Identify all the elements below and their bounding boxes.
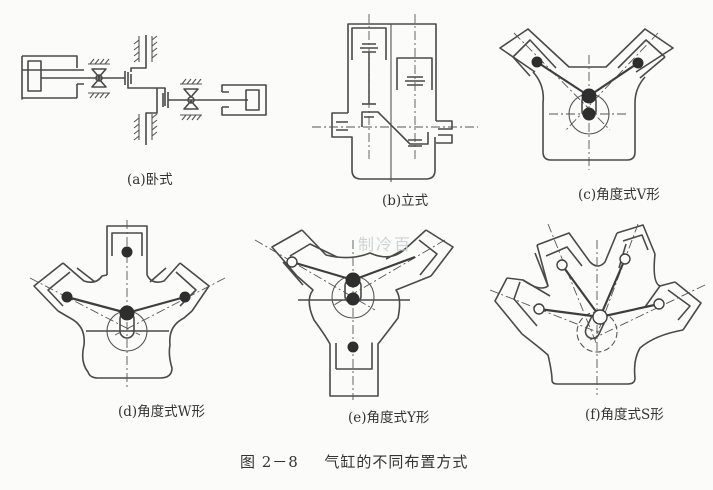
diagram-f-s xyxy=(489,223,706,395)
crankcase-d xyxy=(57,262,193,379)
conrod-d-right xyxy=(126,295,186,315)
cylinder-e-left xyxy=(271,229,338,286)
conrod-e-right xyxy=(352,255,416,282)
piston-pin-c-right xyxy=(632,57,644,69)
label-d: (d)角度式W形 xyxy=(118,404,206,420)
piston-pin-d-right xyxy=(179,291,191,303)
watermark: 制冷百 xyxy=(358,235,413,254)
diagram-b-vertical xyxy=(312,14,478,182)
crankshaft-a xyxy=(124,35,169,145)
gland-left xyxy=(76,69,84,98)
piston-pin-f-2 xyxy=(619,253,631,265)
piston-pin-c-left xyxy=(531,56,543,68)
piston-right xyxy=(245,89,260,111)
figure-caption: 图 2－8 气缸的不同布置方式 xyxy=(240,451,468,472)
crankpin-f xyxy=(592,309,608,325)
piston-pin-f-3 xyxy=(533,303,545,315)
label-e: (e)角度式Y形 xyxy=(348,410,430,426)
cylinder-left xyxy=(21,55,78,100)
piston-pin-f-4 xyxy=(653,298,665,310)
figure-number: 图 2－8 xyxy=(240,453,299,471)
conrod-d-left xyxy=(66,295,128,315)
label-a: (a)卧式 xyxy=(127,172,173,188)
crankcase-b xyxy=(331,112,436,180)
cylinder-right xyxy=(221,84,267,116)
conrod-c-left xyxy=(536,61,590,97)
crosshead-left xyxy=(88,58,110,99)
crosshead-right xyxy=(180,78,202,121)
cylinder-b-right xyxy=(396,57,433,90)
cylinder-d-left xyxy=(33,262,96,312)
cylinder-f-right xyxy=(644,281,702,331)
crankcase-e xyxy=(296,229,432,397)
conrod-f-4 xyxy=(599,302,660,319)
conrod-f-2 xyxy=(598,258,627,318)
crank-b xyxy=(361,111,429,145)
figure-title: 气缸的不同布置方式 xyxy=(324,453,469,471)
piston-pin-f-1 xyxy=(556,259,568,271)
diagram-e-y xyxy=(254,229,454,400)
conrod-f-1 xyxy=(561,264,601,318)
frame-b xyxy=(347,23,437,121)
piston-pin-d-left xyxy=(61,291,73,303)
conrod-f-3 xyxy=(538,307,601,319)
piston-pin-e-left xyxy=(286,256,298,268)
crankpin-e xyxy=(345,272,361,288)
conrod-c-right xyxy=(588,62,639,97)
crankpin-d xyxy=(119,305,135,321)
crankcase-f xyxy=(506,232,684,385)
diagram-a-horizontal xyxy=(21,35,267,145)
label-f: (f)角度式S形 xyxy=(585,407,664,423)
diagram-c-v xyxy=(499,28,674,170)
conrod-e-left xyxy=(291,260,354,282)
label-c: (c)角度式V形 xyxy=(578,187,660,203)
diagram-d-w xyxy=(29,220,226,390)
piston-pin-e-bottom xyxy=(347,341,359,353)
label-b: (b)立式 xyxy=(382,193,429,209)
piston-left xyxy=(27,60,42,92)
cylinder-block-c xyxy=(499,28,674,73)
crankpin-c xyxy=(581,88,597,104)
piston-pin-d-top xyxy=(121,246,133,258)
cylinder-e-bottom xyxy=(335,342,373,370)
